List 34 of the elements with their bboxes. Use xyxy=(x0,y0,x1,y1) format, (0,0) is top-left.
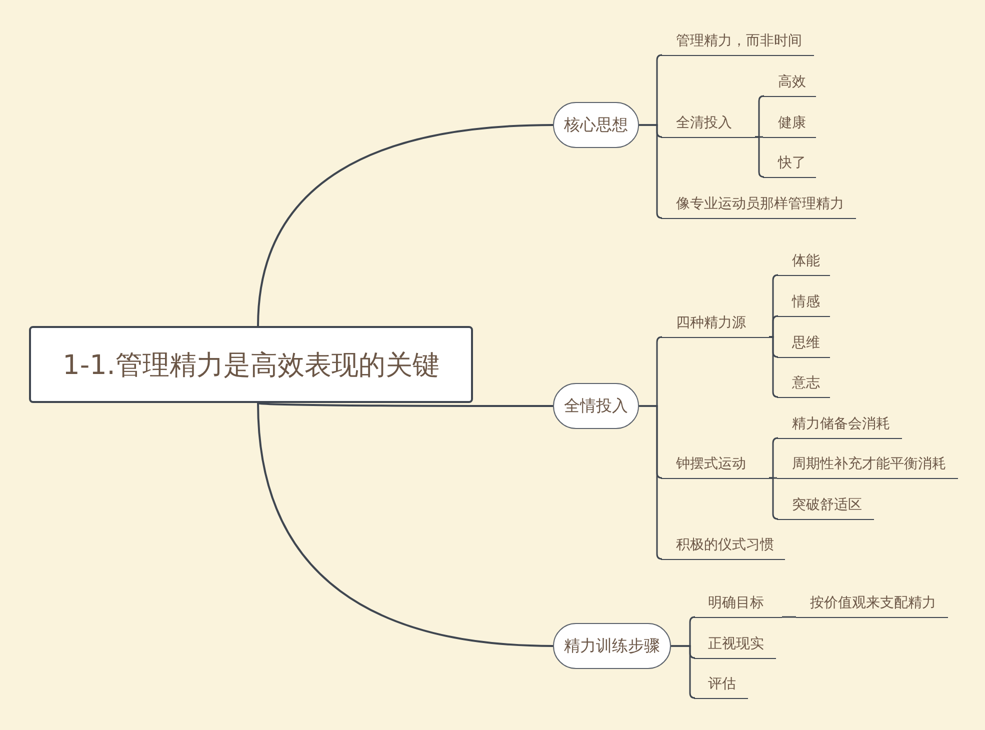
subtopic-label: 精力储备会消耗 xyxy=(777,415,902,439)
subtopic-label: 四种精力源 xyxy=(661,314,769,338)
topic-node: 全情投入 xyxy=(553,383,639,429)
subtopic-label: 情感 xyxy=(777,293,830,317)
subtopic-label: 快了 xyxy=(763,154,816,178)
subtopic-label: 体能 xyxy=(777,252,830,276)
subtopic-label: 管理精力，而非时间 xyxy=(661,32,814,56)
connector-line xyxy=(639,405,663,560)
subtopic-label: 积极的仪式习惯 xyxy=(661,536,785,560)
subtopic-label: 按价值观来支配精力 xyxy=(796,594,948,618)
central-topic-box: 1-1.管理精力是高效表现的关键 xyxy=(29,326,473,403)
topic-node: 精力训练步骤 xyxy=(553,623,671,669)
subtopic-label: 高效 xyxy=(763,73,816,97)
subtopic-label: 思维 xyxy=(777,334,830,358)
connector-line xyxy=(769,477,779,520)
subtopic-label: 全清投入 xyxy=(661,114,755,138)
branch-curve xyxy=(257,402,554,647)
subtopic-label: 健康 xyxy=(763,114,816,138)
subtopic-label: 周期性补充才能平衡消耗 xyxy=(777,455,958,479)
connector-line xyxy=(782,616,796,618)
subtopic-label: 评估 xyxy=(694,675,748,699)
branch-curve xyxy=(258,402,553,407)
connector-line xyxy=(769,336,779,398)
subtopic-label: 明确目标 xyxy=(694,594,782,618)
subtopic-label: 意志 xyxy=(777,374,830,398)
connector-line xyxy=(671,645,696,699)
topic-node: 核心思想 xyxy=(553,102,639,148)
subtopic-label: 正视现实 xyxy=(694,635,776,659)
subtopic-label: 像专业运动员那样管理精力 xyxy=(661,195,856,219)
connector-line xyxy=(639,124,663,219)
subtopic-label: 突破舒适区 xyxy=(777,496,874,520)
branch-curve xyxy=(257,124,554,326)
subtopic-label: 钟摆式运动 xyxy=(661,455,769,479)
connector-line xyxy=(755,136,765,178)
